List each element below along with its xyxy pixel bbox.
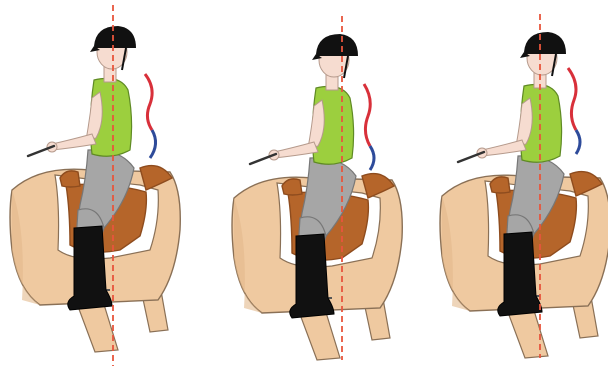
panel-2-rider [232,16,402,360]
spine-curve-blue [150,130,156,158]
spine-curve-red [364,84,370,146]
spine-curve-blue [370,146,374,170]
spine-curve-red [145,74,152,130]
panel-1-upright-rider [10,5,180,366]
panel-3-rider [440,14,608,358]
spine-curve-red [568,68,576,130]
spine-curve-blue [576,130,580,154]
